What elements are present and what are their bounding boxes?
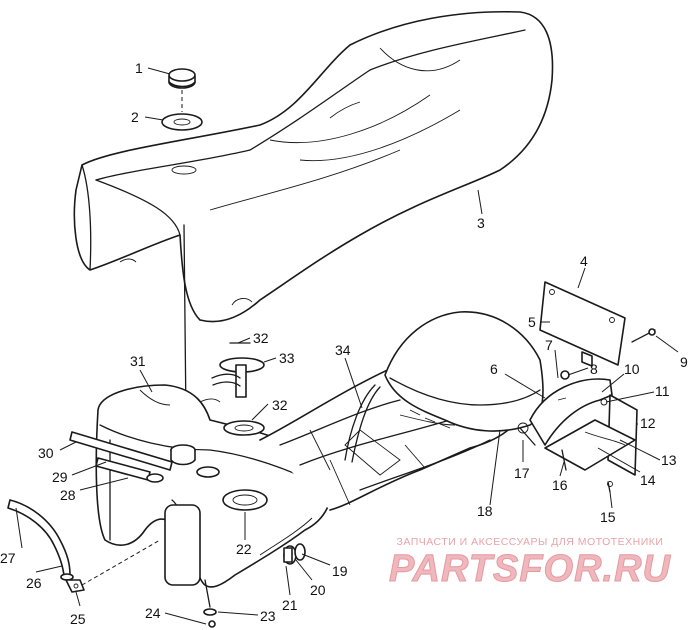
callout-2: 2 [131,109,139,125]
callout-24: 24 [145,605,161,621]
leader-lines [15,67,679,625]
callout-15: 15 [600,509,616,525]
callout-31: 31 [130,353,146,369]
callout-11: 11 [655,383,670,399]
callout-32-lower: 32 [272,397,288,413]
callout-18: 18 [477,503,493,519]
callout-32-upper: 32 [253,330,269,346]
callout-33: 33 [279,350,295,366]
callout-28: 28 [60,487,76,503]
callout-3: 3 [477,215,485,231]
callout-17: 17 [514,465,530,481]
callout-4: 4 [580,253,588,269]
fuel-cap [168,68,196,89]
callout-13: 13 [661,452,677,468]
gasket [161,113,203,131]
fuel-tank [95,384,332,588]
drain-fitting [283,543,306,565]
rear-seat [384,311,544,432]
callout-23: 23 [260,608,276,624]
callout-29: 29 [52,469,68,485]
callout-5: 5 [528,314,536,330]
callout-30: 30 [38,445,54,461]
callout-19: 19 [332,563,348,579]
callout-8: 8 [590,361,598,377]
hose-34 [344,384,376,461]
callout-9: 9 [680,354,688,370]
fuel-pickup [211,342,265,436]
callout-26: 26 [26,575,42,591]
callout-34: 34 [335,342,351,358]
license-bracket [539,281,626,367]
callout-1: 1 [135,60,143,76]
callout-6: 6 [490,361,498,377]
tank-strap [69,431,173,483]
callout-10: 10 [624,361,640,377]
callout-14: 14 [640,472,656,488]
callout-20: 20 [310,582,326,598]
callout-12: 12 [640,415,656,431]
callout-labels: 1 2 3 4 5 6 7 8 9 10 11 12 13 14 15 16 1… [0,60,688,627]
callout-27: 27 [0,550,16,566]
callout-25: 25 [70,611,86,627]
callout-22: 22 [236,541,252,557]
callout-7: 7 [545,337,553,353]
vent-hose [7,499,85,593]
callout-16: 16 [552,477,568,493]
callout-21: 21 [282,597,298,613]
seat [73,10,554,323]
taillight-bracket [517,378,638,476]
